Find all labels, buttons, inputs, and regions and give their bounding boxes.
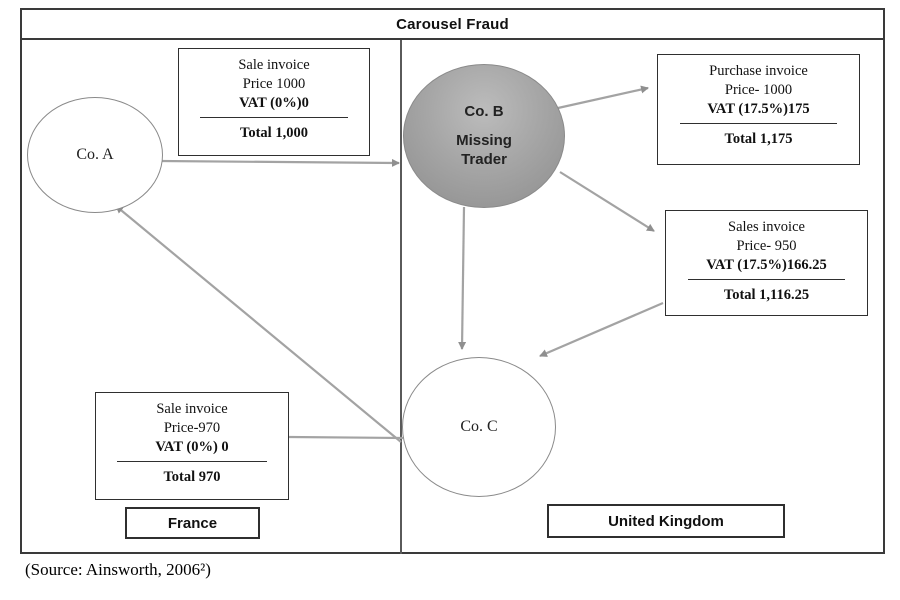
invoice-vat: VAT (17.5%)175 xyxy=(707,100,810,117)
invoice-title: Sales invoice xyxy=(728,219,805,235)
invoice-vat: VAT (0%)0 xyxy=(239,94,309,111)
invoice-price: Price-970 xyxy=(163,419,221,436)
invoice-rule xyxy=(117,460,267,462)
region-label-france: France xyxy=(125,507,260,539)
country-divider-line xyxy=(400,40,402,554)
invoice-total: Total 970 xyxy=(163,468,221,485)
region-france-text: France xyxy=(167,514,218,532)
invoice-vat: VAT (17.5%)166.25 xyxy=(706,256,827,273)
invoice-rule xyxy=(688,278,845,280)
diagram-title: Carousel Fraud xyxy=(20,8,885,40)
node-co-b-label: Co. B xyxy=(464,102,504,120)
invoice-rule xyxy=(199,116,349,118)
node-co-a: Co. A xyxy=(27,97,163,213)
node-co-c-label: Co. C xyxy=(460,418,498,435)
invoice-total: Total 1,000 xyxy=(240,124,308,141)
node-co-c: Co. C xyxy=(402,357,556,497)
node-co-b-sublabel: Missing Trader xyxy=(456,131,512,168)
invoice-title: Sale invoice xyxy=(156,401,228,417)
invoice-title: Purchase invoice xyxy=(709,63,808,79)
invoice-price: Price 1000 xyxy=(242,75,306,92)
invoice-title: Sale invoice xyxy=(238,57,310,73)
node-co-a-label: Co. A xyxy=(76,146,114,163)
invoice-rule xyxy=(680,122,837,124)
invoice-total: Total 1,116.25 xyxy=(723,286,810,303)
invoice-total: Total 1,175 xyxy=(724,130,793,147)
invoice-price: Price- 950 xyxy=(736,237,797,254)
invoice-sale-a-to-b: Sale invoice Price 1000 VAT (0%)0 Total … xyxy=(178,48,370,156)
invoice-sale-c-to-a: Sale invoice Price-970 VAT (0%) 0 Total … xyxy=(95,392,289,500)
node-co-b-missing-trader: Co. B Missing Trader xyxy=(403,64,565,208)
region-uk-text: United Kingdom xyxy=(608,512,724,530)
source-citation: (Source: Ainsworth, 2006²) xyxy=(25,560,211,579)
invoice-vat: VAT (0%) 0 xyxy=(155,438,229,455)
invoice-price: Price- 1000 xyxy=(724,81,793,98)
invoice-purchase-b: Purchase invoice Price- 1000 VAT (17.5%)… xyxy=(657,54,860,165)
invoice-sales-b-to-c: Sales invoice Price- 950 VAT (17.5%)166.… xyxy=(665,210,868,316)
region-label-united-kingdom: United Kingdom xyxy=(547,504,785,538)
